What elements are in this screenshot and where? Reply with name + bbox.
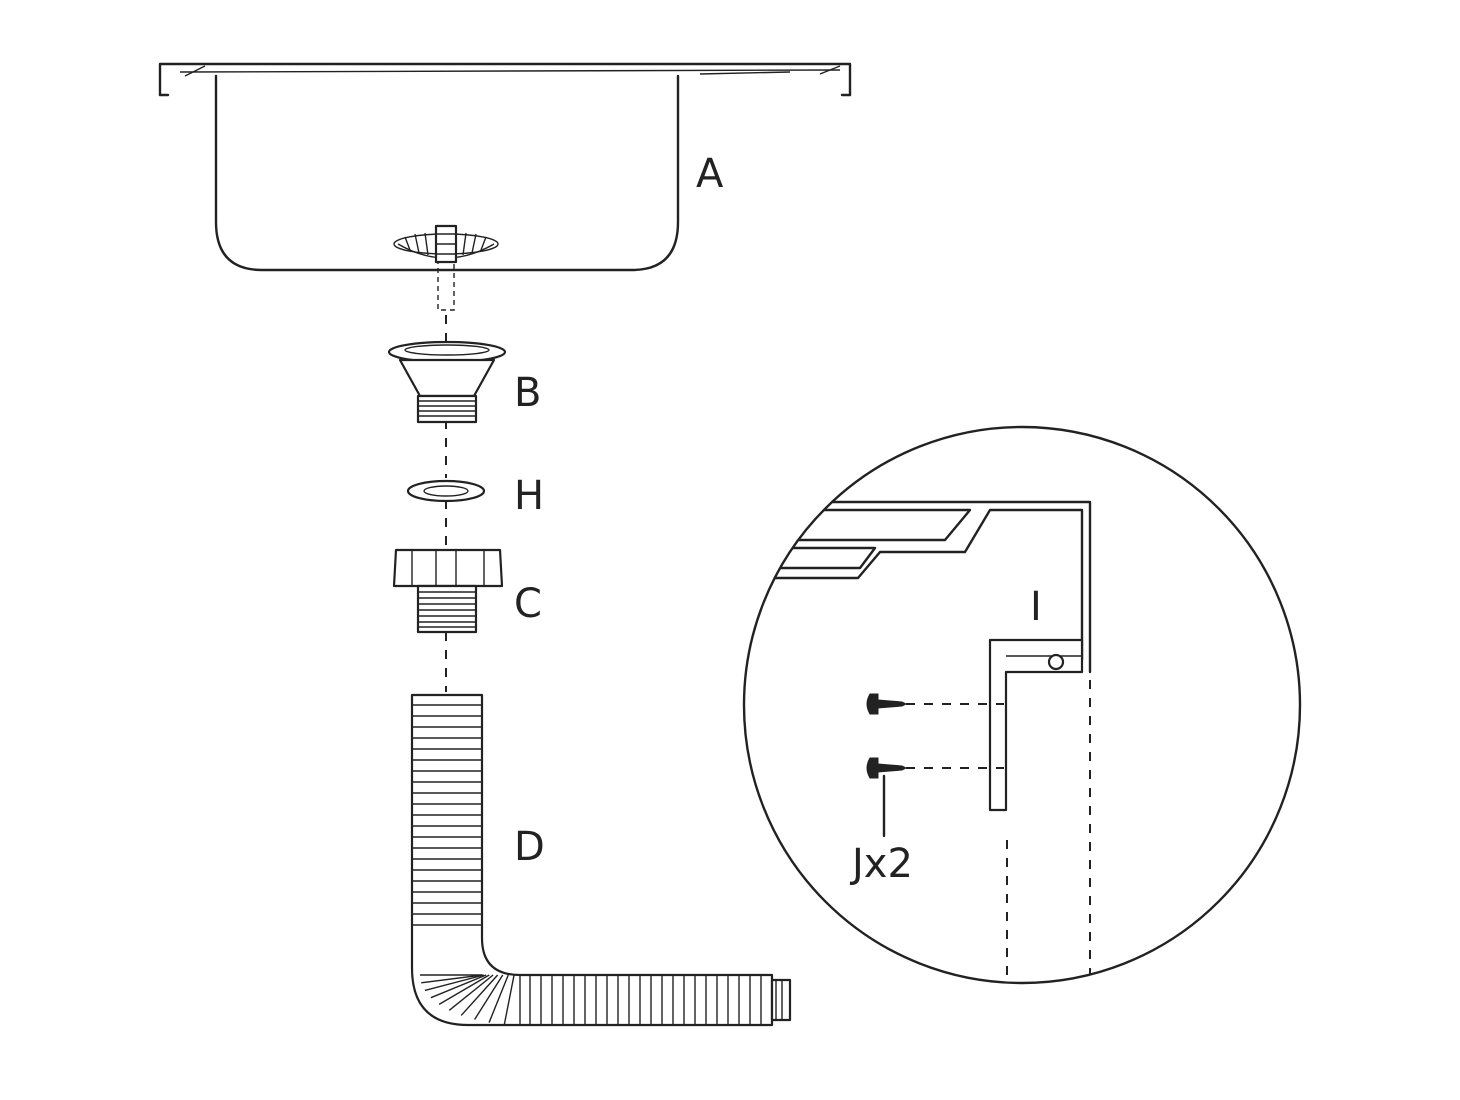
- label-i: I: [1030, 584, 1042, 630]
- label-h: H: [514, 473, 544, 519]
- detail-circle: [742, 425, 1302, 985]
- strainer-basket: [393, 224, 499, 311]
- label-b: B: [514, 370, 541, 416]
- screw-icon: [866, 757, 908, 779]
- strainer-body-part-b: B: [387, 340, 541, 424]
- hose-rib: [438, 974, 490, 1005]
- hose-rib: [474, 974, 504, 1020]
- hose-part-d: D: [410, 693, 792, 1027]
- label-c: C: [514, 581, 542, 627]
- washer-part-h: H: [406, 473, 544, 519]
- hose-rib: [421, 974, 483, 984]
- nut-part-c: C: [392, 548, 542, 634]
- screw-icon: [866, 693, 908, 715]
- hose-rib: [448, 974, 494, 1011]
- hose-rib: [430, 974, 487, 999]
- detail-callout: I Jx2: [742, 425, 1302, 985]
- hose-rib: [460, 974, 499, 1016]
- label-jx2: Jx2: [849, 841, 913, 887]
- hose-rib: [503, 974, 515, 1025]
- sink-part-a: A: [158, 62, 852, 311]
- hose-rib: [424, 974, 485, 992]
- label-a: A: [696, 151, 724, 197]
- label-d: D: [514, 824, 545, 870]
- hose-rib: [488, 974, 509, 1023]
